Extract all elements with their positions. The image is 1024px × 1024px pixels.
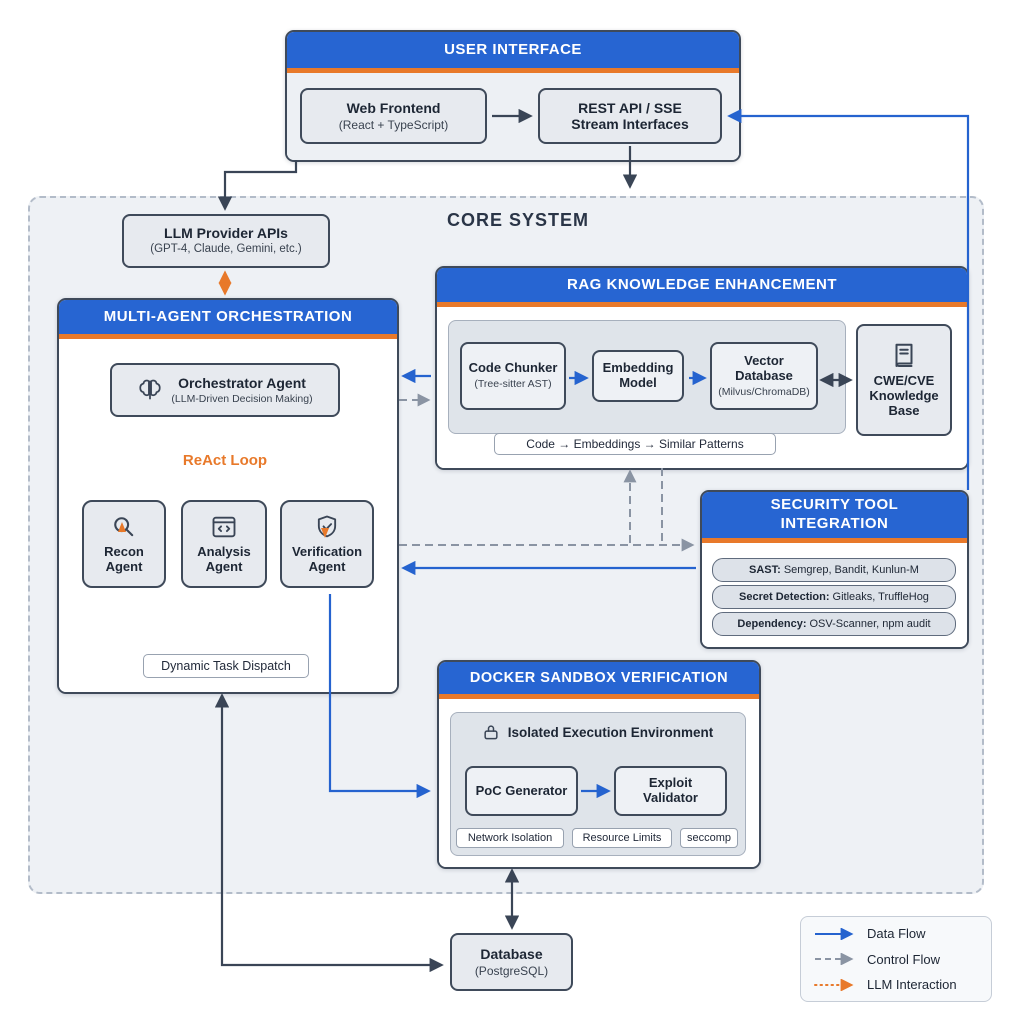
accent-stripe bbox=[59, 334, 397, 339]
code-window-icon bbox=[212, 516, 236, 538]
tool-label: Dependency: bbox=[737, 618, 807, 630]
react-loop-label: ReAct Loop bbox=[182, 452, 268, 469]
database-node: Database (PostgreSQL) bbox=[450, 933, 573, 991]
control-flow-arrow-sample bbox=[815, 953, 854, 965]
web-frontend-sub: (React + TypeScript) bbox=[338, 117, 449, 132]
resource-limits-label: Resource Limits bbox=[572, 828, 672, 848]
cwe-cve-title: CWE/CVE Knowledge Base bbox=[869, 373, 939, 418]
accent-stripe bbox=[439, 694, 759, 699]
cwe-cve-knowledge-base-node: CWE/CVE Knowledge Base bbox=[856, 324, 952, 436]
user-interface-title: USER INTERFACE bbox=[287, 32, 739, 68]
shield-check-icon bbox=[317, 515, 337, 538]
recon-agent-node: Recon Agent bbox=[82, 500, 166, 588]
rest-api-line2: Stream Interfaces bbox=[571, 116, 689, 132]
tool-label: Secret Detection: bbox=[739, 591, 830, 603]
embedding-model-title: Embedding Model bbox=[602, 360, 674, 390]
orchestrator-agent-node: Orchestrator Agent (LLM-Driven Decision … bbox=[110, 363, 340, 417]
isolated-environment-title: Isolated Execution Environment bbox=[507, 724, 714, 740]
analysis-agent-label: Analysis Agent bbox=[197, 544, 251, 574]
tool-value: Gitleaks, TruffleHog bbox=[832, 591, 929, 603]
verification-agent-label: Verification Agent bbox=[291, 544, 363, 574]
llm-provider-title: LLM Provider APIs bbox=[164, 225, 288, 242]
poc-generator-node: PoC Generator bbox=[465, 766, 578, 816]
llm-provider-sub: (GPT-4, Claude, Gemini, etc.) bbox=[150, 243, 302, 256]
vector-database-title: Vector Database bbox=[735, 352, 793, 383]
exploit-validator-node: Exploit Validator bbox=[614, 766, 727, 816]
poc-generator-title: PoC Generator bbox=[475, 782, 568, 798]
code-chunker-sub: (Tree-sitter AST) bbox=[474, 378, 552, 391]
code-chunker-title: Code Chunker bbox=[468, 360, 558, 376]
legend-llm-interaction: LLM Interaction bbox=[813, 977, 979, 992]
orchestrator-sub: (LLM-Driven Decision Making) bbox=[171, 392, 313, 405]
security-title-line1: SECURITY TOOL bbox=[770, 496, 899, 514]
seccomp-label: seccomp bbox=[680, 828, 738, 848]
web-frontend-title: Web Frontend bbox=[346, 99, 441, 116]
web-frontend-node: Web Frontend (React + TypeScript) bbox=[300, 88, 487, 144]
database-sub: (PostgreSQL) bbox=[474, 963, 549, 978]
llm-provider-apis-node: LLM Provider APIs (GPT-4, Claude, Gemini… bbox=[122, 214, 330, 268]
rest-api-line1: REST API / SSE bbox=[578, 99, 682, 116]
verification-agent-node: Verification Agent bbox=[280, 500, 374, 588]
code-chunker-node: Code Chunker (Tree-sitter AST) bbox=[460, 342, 566, 410]
llm-interaction-arrow-sample bbox=[814, 978, 854, 991]
security-row-secrets: Secret Detection: Gitleaks, TruffleHog bbox=[712, 585, 956, 609]
security-title-line2: INTEGRATION bbox=[780, 515, 889, 532]
legend-data-flow: Data Flow bbox=[813, 926, 979, 941]
brain-icon bbox=[139, 379, 162, 400]
lock-icon bbox=[484, 725, 498, 740]
legend-label: LLM Interaction bbox=[867, 977, 957, 992]
legend-label: Data Flow bbox=[867, 926, 926, 941]
data-flow-arrow-sample bbox=[815, 927, 854, 940]
tool-label: SAST: bbox=[749, 564, 781, 576]
rag-title: RAG KNOWLEDGE ENHANCEMENT bbox=[437, 268, 967, 302]
legend: Data Flow Control Flow LLM Interaction bbox=[800, 916, 992, 1002]
analysis-agent-node: Analysis Agent bbox=[181, 500, 267, 588]
isolated-environment-title-row: Isolated Execution Environment bbox=[450, 722, 744, 742]
vector-database-node: Vector Database (Milvus/ChromaDB) bbox=[710, 342, 818, 410]
database-title: Database bbox=[480, 945, 543, 962]
dynamic-task-dispatch-label: Dynamic Task Dispatch bbox=[143, 654, 309, 678]
accent-stripe bbox=[702, 538, 967, 543]
docker-sandbox-title: DOCKER SANDBOX VERIFICATION bbox=[439, 662, 759, 694]
core-system-label: CORE SYSTEM bbox=[447, 210, 590, 230]
orchestrator-title: Orchestrator Agent bbox=[178, 374, 306, 391]
recon-agent-label: Recon Agent bbox=[104, 544, 144, 574]
vector-database-sub: (Milvus/ChromaDB) bbox=[718, 385, 810, 398]
security-row-sast: SAST: Semgrep, Bandit, Kunlun-M bbox=[712, 558, 956, 582]
accent-stripe bbox=[287, 68, 739, 73]
multi-agent-title: MULTI-AGENT ORCHESTRATION bbox=[59, 300, 397, 334]
exploit-validator-title: Exploit Validator bbox=[643, 775, 698, 805]
legend-control-flow: Control Flow bbox=[813, 952, 979, 967]
legend-label: Control Flow bbox=[867, 951, 940, 967]
accent-stripe bbox=[437, 302, 967, 307]
rag-flow-label: Code → Embeddings → Similar Patterns bbox=[494, 433, 776, 455]
network-isolation-label: Network Isolation bbox=[456, 828, 564, 848]
magnifier-icon bbox=[114, 517, 134, 537]
multi-agent-orchestration-panel: MULTI-AGENT ORCHESTRATION bbox=[57, 298, 399, 694]
tool-value: Semgrep, Bandit, Kunlun-M bbox=[783, 564, 919, 576]
security-row-dependency: Dependency: OSV-Scanner, npm audit bbox=[712, 612, 956, 636]
book-icon bbox=[895, 343, 913, 368]
rest-api-node: REST API / SSE Stream Interfaces bbox=[538, 88, 722, 144]
embedding-model-node: Embedding Model bbox=[592, 350, 684, 402]
security-tool-title: SECURITY TOOL INTEGRATION bbox=[702, 492, 967, 538]
tool-value: OSV-Scanner, npm audit bbox=[809, 618, 931, 630]
